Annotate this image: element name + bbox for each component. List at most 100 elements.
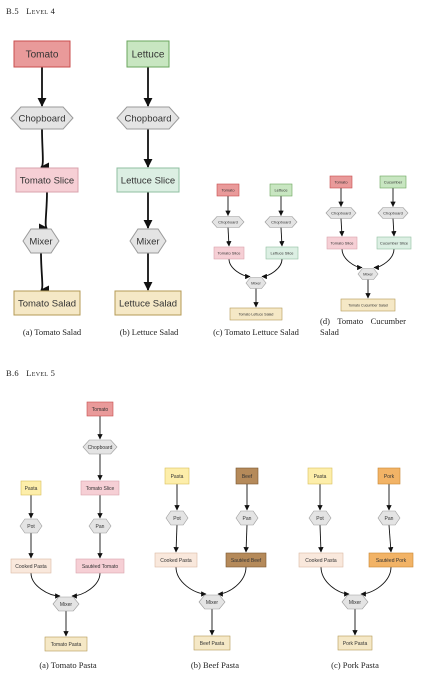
tool-node-pot bbox=[19, 518, 43, 534]
node-label: Tomato bbox=[334, 179, 348, 184]
caption-pork-pasta: (c) Pork Pasta bbox=[331, 660, 379, 670]
flow-arrow bbox=[360, 566, 392, 597]
flow-arrow bbox=[175, 566, 207, 597]
flow-arrow bbox=[38, 191, 48, 233]
ingredient-node-beef bbox=[235, 467, 259, 485]
tool-node-chopboard bbox=[82, 439, 118, 455]
ingredient-node-tomato-cucumber-salad bbox=[340, 298, 396, 312]
flow-arrow bbox=[40, 252, 50, 295]
ingredient-node-lettuce-slice bbox=[265, 246, 299, 260]
caption-tomato-pasta: (a) Tomato Pasta bbox=[39, 660, 97, 670]
tool-node-mixer bbox=[52, 596, 80, 612]
tool-node-chopboard bbox=[211, 216, 245, 228]
node-label: Tomato bbox=[26, 50, 59, 61]
ingredient-node-tomato-pasta bbox=[44, 636, 88, 652]
tool-node-pan bbox=[88, 518, 112, 534]
flow-arrow bbox=[373, 248, 395, 271]
node-label: Chopboard bbox=[18, 113, 65, 124]
node-label: Pan bbox=[96, 524, 105, 530]
node-label: Mixer bbox=[206, 600, 219, 606]
ingredient-node-lettuce-slice bbox=[116, 167, 180, 193]
flow-arrow bbox=[320, 566, 350, 597]
flow-arrow bbox=[30, 572, 61, 599]
ingredient-node-tomato bbox=[216, 183, 240, 197]
flow-arrow bbox=[341, 248, 363, 271]
ingredient-node-lettuce bbox=[126, 40, 170, 68]
node-label: Tomato Slice bbox=[86, 486, 115, 492]
ingredient-node-tomato-salad bbox=[13, 290, 81, 316]
node-label: Pork bbox=[384, 474, 395, 480]
node-label: Mixer bbox=[60, 602, 73, 608]
ingredient-node-cucumber bbox=[379, 175, 407, 189]
flow-arrow bbox=[217, 566, 247, 597]
flow-arrow bbox=[279, 227, 285, 247]
tool-node-mixer bbox=[22, 228, 60, 254]
node-label: Tomato Slice bbox=[331, 240, 355, 245]
ingredient-node-cucumber-slice bbox=[376, 236, 412, 250]
node-label: Cooked Pasta bbox=[305, 558, 337, 564]
node-label: Chopboard bbox=[331, 210, 351, 215]
node-label: Sautéed Tomato bbox=[82, 564, 119, 570]
node-label: Pork Pasta bbox=[343, 641, 368, 647]
tool-node-mixer bbox=[245, 277, 267, 289]
ingredient-node-pasta bbox=[164, 467, 190, 485]
node-label: Sautéed Beef bbox=[231, 558, 262, 564]
node-label: Cooked Pasta bbox=[160, 558, 192, 564]
node-label: Pasta bbox=[314, 474, 327, 480]
node-label: Tomato Pasta bbox=[51, 642, 82, 648]
ingredient-node-tomato-slice bbox=[213, 246, 245, 260]
ingredient-node-tomato-lettuce-salad bbox=[229, 307, 283, 321]
node-label: Chopboard bbox=[124, 113, 171, 124]
tool-node-pot bbox=[308, 510, 332, 526]
tool-node-pan bbox=[235, 510, 259, 526]
tool-node-chopboard bbox=[116, 106, 180, 130]
section-heading-level-5: B.6 Level 5 bbox=[6, 368, 55, 378]
tool-node-chopboard bbox=[377, 207, 409, 219]
tool-node-pan bbox=[377, 510, 401, 526]
caption-tomato-salad: (a) Tomato Salad bbox=[22, 327, 82, 337]
section-heading-level-4: B.5 Level 4 bbox=[6, 6, 55, 16]
ingredient-node-pork-pasta bbox=[337, 635, 373, 651]
flow-arrow bbox=[391, 218, 397, 237]
section-title: Level 4 bbox=[26, 6, 56, 16]
ingredient-node-beef-pasta bbox=[193, 635, 231, 651]
ingredient-node-tomato bbox=[329, 175, 353, 189]
node-label: Beef bbox=[242, 474, 253, 480]
ingredient-node-cooked-pasta bbox=[154, 552, 198, 568]
flow-arrow bbox=[243, 524, 249, 553]
caption-beef-pasta: (b) Beef Pasta bbox=[190, 660, 240, 670]
node-label: Pasta bbox=[25, 486, 38, 492]
ingredient-node-cooked-pasta bbox=[10, 558, 52, 574]
tool-node-pot bbox=[165, 510, 189, 526]
flow-arrow bbox=[71, 572, 101, 599]
ingredient-node-lettuce bbox=[269, 183, 293, 197]
node-label: Sautéed Pork bbox=[376, 558, 407, 564]
ingredient-node-saut-ed-tomato bbox=[75, 558, 125, 574]
node-label: Mixer bbox=[136, 236, 159, 247]
flow-arrow bbox=[339, 218, 345, 237]
node-label: Chopboard bbox=[271, 219, 291, 224]
flow-arrow bbox=[318, 524, 324, 553]
node-label: Pasta bbox=[171, 474, 184, 480]
node-label: Lettuce bbox=[132, 50, 165, 61]
node-label: Cucumber bbox=[384, 179, 403, 184]
tool-node-chopboard bbox=[264, 216, 298, 228]
tool-node-mixer bbox=[341, 594, 369, 610]
node-label: Tomato bbox=[221, 187, 235, 192]
tool-node-mixer bbox=[198, 594, 226, 610]
ingredient-node-tomato-slice bbox=[80, 480, 120, 496]
node-label: Lettuce Slice bbox=[121, 175, 175, 186]
node-label: Lettuce bbox=[274, 187, 288, 192]
flow-arrow bbox=[226, 227, 232, 247]
section-number: B.6 bbox=[6, 368, 19, 378]
ingredient-node-tomato bbox=[13, 40, 71, 68]
flow-arrow bbox=[173, 524, 179, 553]
ingredient-node-cooked-pasta bbox=[298, 552, 344, 568]
node-label: Tomato Slice bbox=[218, 250, 242, 255]
flow-arrow bbox=[387, 524, 394, 553]
